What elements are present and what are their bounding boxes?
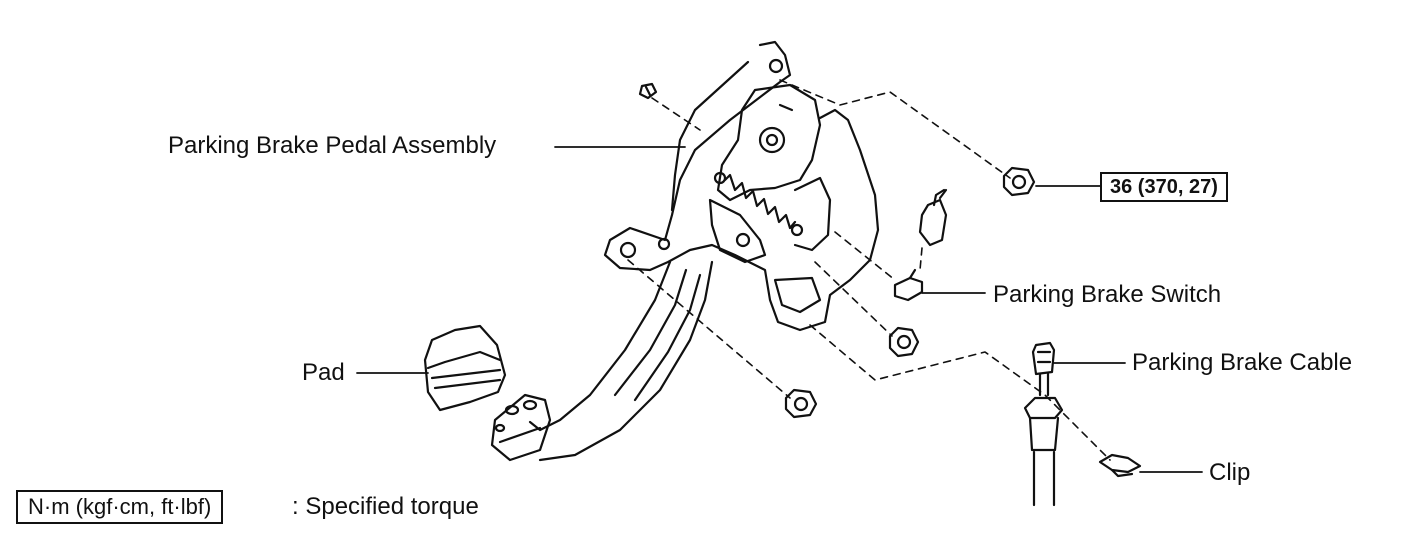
- switch-label: Parking Brake Switch: [993, 281, 1222, 308]
- legend-unit-box: N·m (kgf·cm, ft·lbf): [16, 490, 224, 524]
- clip-label: Clip: [1209, 459, 1251, 486]
- legend-description: : Specified torque: [292, 493, 479, 520]
- nut-lower: [784, 388, 818, 419]
- nut-upper-right: [1002, 166, 1036, 197]
- clip-part: [1098, 453, 1142, 478]
- cable-label: Parking Brake Cable: [1132, 349, 1353, 376]
- legend-unit-text: N·m (kgf·cm, ft·lbf): [28, 494, 212, 519]
- nut-middle: [888, 326, 920, 358]
- pedal-arm: [528, 260, 714, 462]
- leader-lines: [356, 146, 1203, 473]
- switch-part: [893, 188, 948, 302]
- pad-label: Pad: [302, 359, 345, 386]
- small-bolt: [638, 82, 658, 100]
- pedal-assembly-label: Parking Brake Pedal Assembly: [168, 132, 497, 159]
- ratchet-mechanism: [708, 83, 832, 264]
- pad-part: [423, 324, 507, 412]
- mounting-bracket: [603, 40, 880, 332]
- pedal-foot: [490, 393, 552, 462]
- cable-part: [1023, 341, 1064, 507]
- torque-spec-box: 36 (370, 27): [1100, 172, 1228, 202]
- torque-spec-value: 36 (370, 27): [1110, 176, 1218, 198]
- assembly-guide-lines: [627, 79, 1111, 461]
- return-spring: [713, 171, 804, 237]
